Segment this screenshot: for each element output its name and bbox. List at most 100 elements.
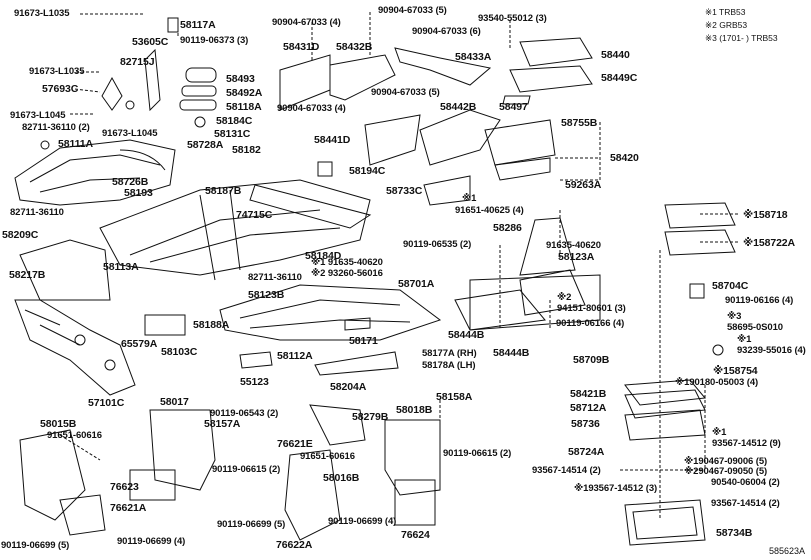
part-number-label[interactable]: ※1 <box>712 427 727 438</box>
part-number-label[interactable]: ※193567-14512 (3) <box>574 483 658 494</box>
part-number-label[interactable]: 90904-67033 (6) <box>412 26 481 37</box>
part-number-label[interactable]: 91651-40625 (4) <box>455 205 524 216</box>
part-number-label[interactable]: 58279B <box>352 411 389 423</box>
part-number-label[interactable]: 58117A <box>180 19 216 31</box>
part-number-label[interactable]: 58177A (RH) <box>422 348 477 359</box>
part-number-label[interactable]: 93567-14514 (2) <box>711 498 780 509</box>
part-number-label[interactable]: 58286 <box>493 222 522 234</box>
part-number-label[interactable]: 91635-40620 <box>546 240 601 251</box>
part-number-label[interactable]: 82711-36110 (2) <box>22 122 90 133</box>
part-number-label[interactable]: 53605C <box>132 36 169 48</box>
part-number-label[interactable]: 58209C <box>2 229 39 241</box>
part-number-label[interactable]: 58113A <box>103 261 139 273</box>
part-number-label[interactable]: ※158722A <box>743 237 796 249</box>
part-number-label[interactable]: 58018B <box>396 404 433 416</box>
part-number-label[interactable]: 90119-06699 (4) <box>117 536 186 547</box>
part-number-label[interactable]: 58193 <box>124 187 153 199</box>
part-number-label[interactable]: 90904-67033 (5) <box>371 87 440 98</box>
part-number-label[interactable]: 57101C <box>88 397 125 409</box>
part-number-label[interactable]: ※158754 <box>713 365 758 377</box>
part-number-label[interactable]: 55123 <box>240 376 269 388</box>
part-number-label[interactable]: 58123B <box>248 289 285 301</box>
part-number-label[interactable]: 58111A <box>58 138 94 150</box>
part-number-label[interactable]: 58449C <box>601 72 638 84</box>
part-number-label[interactable]: ※290467-09050 (5) <box>684 466 768 477</box>
part-number-label[interactable]: 90119-06699 (5) <box>1 540 70 551</box>
part-number-label[interactable]: 58726B <box>112 176 149 188</box>
part-number-label[interactable]: 93567-14514 (2) <box>532 465 601 476</box>
part-number-label[interactable]: 58432B <box>336 41 373 53</box>
part-number-label[interactable]: 58420 <box>610 152 639 164</box>
part-number-label[interactable]: 58497 <box>499 101 528 113</box>
part-number-label[interactable]: 58017 <box>160 396 189 408</box>
part-number-label[interactable]: 58182 <box>232 144 261 156</box>
part-number-label[interactable]: 90904-67033 (4) <box>272 17 341 28</box>
part-number-label[interactable]: 58158A <box>436 391 473 403</box>
part-number-label[interactable]: 90119-06535 (2) <box>403 239 472 250</box>
part-number-label[interactable]: 58736 <box>571 418 600 430</box>
part-number-label[interactable]: 91651-60616 <box>47 430 102 441</box>
part-number-label[interactable]: 58724A <box>568 446 605 458</box>
part-number-label[interactable]: 58709B <box>573 354 610 366</box>
part-number-label[interactable]: 58734B <box>716 527 753 539</box>
part-number-label[interactable]: 90119-06543 (2) <box>210 408 279 419</box>
part-number-label[interactable]: 58171 <box>349 335 378 347</box>
part-number-label[interactable]: 76621E <box>277 438 313 450</box>
part-number-label[interactable]: 90119-06699 (5) <box>217 519 286 530</box>
part-number-label[interactable]: 90119-06166 (4) <box>725 295 794 306</box>
part-number-label[interactable]: 57693C <box>42 83 79 95</box>
part-number-label[interactable]: 91651-60616 <box>300 451 355 462</box>
part-number-label[interactable]: 58733C <box>386 185 423 197</box>
part-number-label[interactable]: 76624 <box>401 529 430 541</box>
part-number-label[interactable]: 90119-06373 (3) <box>180 35 249 46</box>
part-number-label[interactable]: 58184D <box>305 250 342 262</box>
part-number-label[interactable]: 58444B <box>448 329 485 341</box>
part-number-label[interactable]: 58421B <box>570 388 607 400</box>
part-number-label[interactable]: 58433A <box>455 51 492 63</box>
part-number-label[interactable]: 58016B <box>323 472 360 484</box>
part-number-label[interactable]: ※190180-05003 (4) <box>675 377 759 388</box>
part-number-label[interactable]: 58442B <box>440 101 477 113</box>
part-number-label[interactable]: 91673-L1035 <box>29 66 85 77</box>
part-number-label[interactable]: 76621A <box>110 502 147 514</box>
part-number-label[interactable]: 58118A <box>226 101 262 113</box>
part-number-label[interactable]: 59263A <box>565 179 602 191</box>
part-number-label[interactable]: 58728A <box>187 139 224 151</box>
part-number-label[interactable]: 82715J <box>120 56 155 68</box>
part-number-label[interactable]: 58178A (LH) <box>422 360 476 371</box>
part-number-label[interactable]: ※1 <box>737 334 752 345</box>
part-number-label[interactable]: 58131C <box>214 128 251 140</box>
part-number-label[interactable]: 58444B <box>493 347 530 359</box>
part-number-label[interactable]: 90904-67033 (4) <box>277 103 346 114</box>
part-number-label[interactable]: ※158718 <box>743 209 788 221</box>
part-number-label[interactable]: 58157A <box>204 418 241 430</box>
part-number-label[interactable]: ※2 93260-56016 <box>311 268 383 279</box>
part-number-label[interactable]: 58440 <box>601 49 630 61</box>
part-number-label[interactable]: 65579A <box>121 338 158 350</box>
part-number-label[interactable]: 94151-80601 (3) <box>557 303 626 314</box>
part-number-label[interactable]: 58188A <box>193 319 230 331</box>
part-number-label[interactable]: ※3 <box>727 311 742 322</box>
part-number-label[interactable]: 58695-0S010 <box>727 322 783 333</box>
part-number-label[interactable]: 82711-36110 <box>10 207 64 218</box>
part-number-label[interactable]: 58431D <box>283 41 320 53</box>
part-number-label[interactable]: 93540-55012 (3) <box>478 13 547 24</box>
part-number-label[interactable]: 58194C <box>349 165 386 177</box>
part-number-label[interactable]: 74715C <box>236 209 273 221</box>
part-number-label[interactable]: 90119-06699 (4) <box>328 516 397 527</box>
part-number-label[interactable]: 93567-14512 (9) <box>712 438 781 449</box>
part-number-label[interactable]: ※1 <box>462 193 477 204</box>
part-number-label[interactable]: 91673-L1045 <box>10 110 66 121</box>
part-number-label[interactable]: 90904-67033 (5) <box>378 5 447 16</box>
part-number-label[interactable]: ※1 91635-40620 <box>311 257 383 268</box>
part-number-label[interactable]: ※2 <box>557 292 572 303</box>
part-number-label[interactable]: 91673-L1035 <box>14 8 70 19</box>
part-number-label[interactable]: 58701A <box>398 278 435 290</box>
part-number-label[interactable]: 58493 <box>226 73 255 85</box>
part-number-label[interactable]: 90119-06615 (2) <box>212 464 281 475</box>
part-number-label[interactable]: 91673-L1045 <box>102 128 158 139</box>
part-number-label[interactable]: 58492A <box>226 87 263 99</box>
part-number-label[interactable]: ※190467-09006 (5) <box>684 456 768 467</box>
part-number-label[interactable]: 76622A <box>276 539 313 551</box>
part-number-label[interactable]: 76623 <box>110 481 139 493</box>
